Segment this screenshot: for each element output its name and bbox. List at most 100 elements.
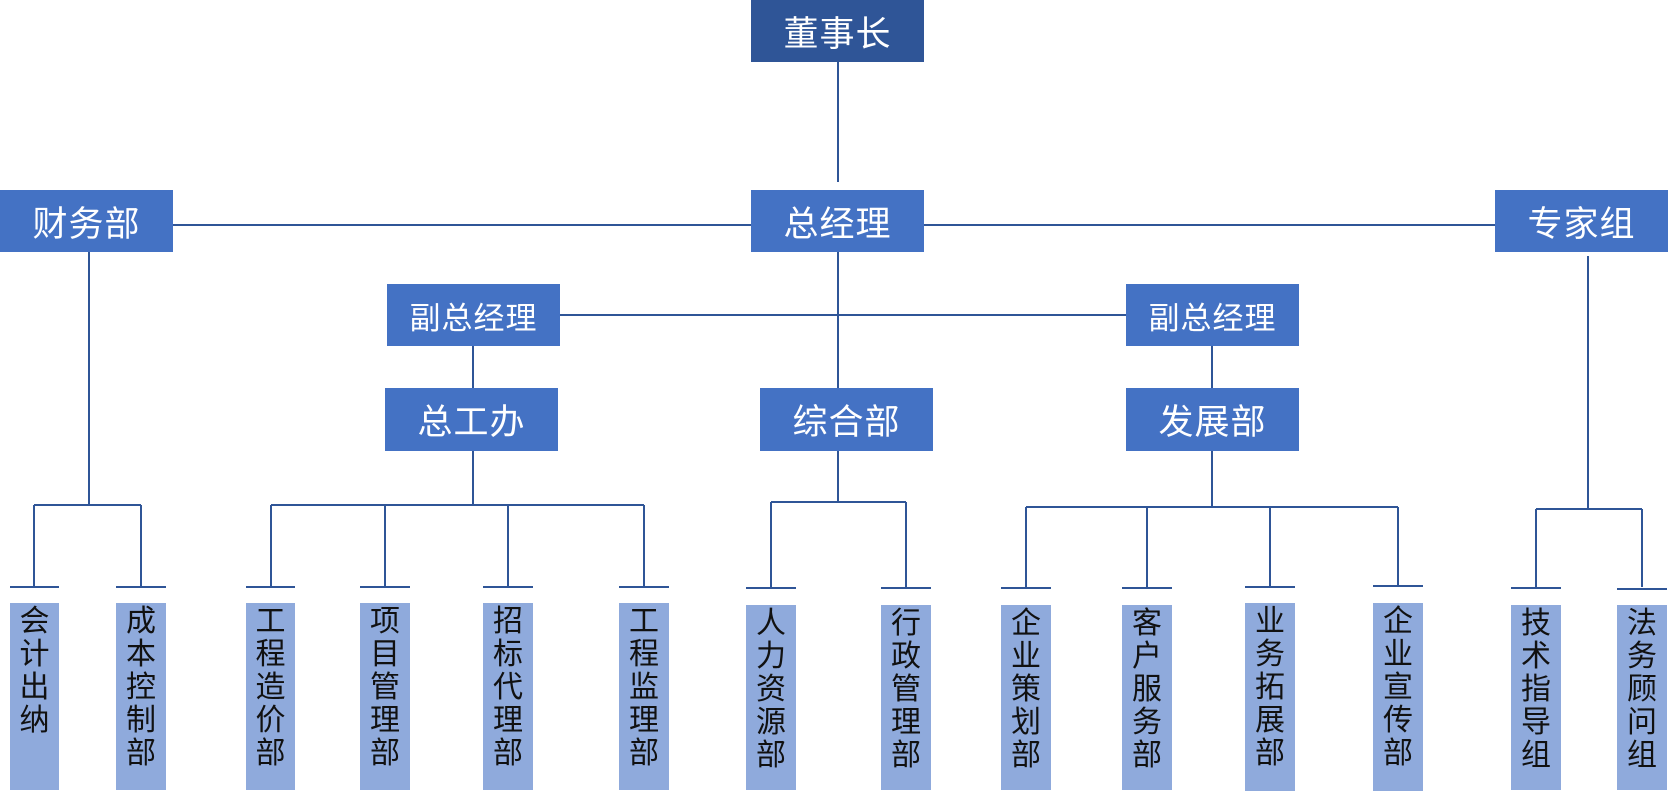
leaf-business-expansion: 业务拓展部 bbox=[1245, 603, 1295, 791]
leaf-tick bbox=[746, 587, 796, 589]
node-vp-left: 副总经理 bbox=[387, 284, 560, 346]
leaf-char: 人 bbox=[756, 606, 786, 641]
node-experts: 专家组 bbox=[1495, 190, 1668, 252]
leaf-char: 程 bbox=[255, 637, 286, 672]
leaf-char: 工 bbox=[255, 604, 286, 639]
leaf-technical-guidance: 技术指导组 bbox=[1511, 605, 1561, 790]
leaf-corporate-planning: 企业策划部 bbox=[1001, 605, 1051, 790]
leaf-char: 理 bbox=[493, 703, 523, 738]
leaf-tick bbox=[246, 586, 295, 588]
leaf-char: 会 bbox=[19, 604, 50, 639]
leaf-human-resources: 人力资源部 bbox=[746, 605, 796, 790]
leaf-bidding-agency: 招标代理部 bbox=[483, 603, 533, 790]
leaf-char: 客 bbox=[1132, 606, 1162, 641]
leaf-char: 划 bbox=[1011, 705, 1041, 740]
leaf-char: 业 bbox=[1255, 604, 1285, 639]
leaf-tick bbox=[360, 586, 410, 588]
leaf-char: 组 bbox=[1627, 738, 1657, 773]
leaf-char: 顾 bbox=[1627, 672, 1657, 707]
node-chairman: 董事长 bbox=[751, 0, 924, 62]
leaf-char: 招 bbox=[493, 604, 523, 639]
node-general-dept: 综合部 bbox=[760, 388, 933, 451]
node-development: 发展部 bbox=[1126, 388, 1299, 451]
leaf-char: 业 bbox=[1011, 639, 1041, 674]
leaf-char: 宣 bbox=[1383, 670, 1413, 705]
leaf-char: 展 bbox=[1255, 703, 1285, 738]
leaf-char: 拓 bbox=[1255, 670, 1285, 705]
leaf-char: 目 bbox=[370, 637, 400, 672]
leaf-char: 部 bbox=[629, 736, 659, 771]
leaf-char: 企 bbox=[1011, 606, 1041, 641]
leaf-char: 造 bbox=[255, 670, 286, 705]
leaf-char: 传 bbox=[1383, 703, 1413, 738]
leaf-tick bbox=[10, 586, 59, 588]
leaf-char: 行 bbox=[891, 606, 921, 641]
leaf-engineering-cost: 工程造价部 bbox=[246, 603, 295, 790]
leaf-project-management: 项目管理部 bbox=[360, 603, 410, 790]
leaf-char: 策 bbox=[1011, 672, 1041, 707]
leaf-char: 项 bbox=[370, 604, 400, 639]
leaf-char: 控 bbox=[126, 670, 156, 705]
leaf-char: 部 bbox=[756, 738, 786, 773]
leaf-char: 部 bbox=[255, 736, 286, 771]
leaf-char: 务 bbox=[1255, 637, 1285, 672]
leaf-char: 代 bbox=[493, 670, 523, 705]
leaf-char: 部 bbox=[370, 736, 400, 771]
leaf-char: 标 bbox=[493, 637, 523, 672]
leaf-char: 部 bbox=[1011, 738, 1041, 773]
leaf-char: 源 bbox=[756, 705, 786, 740]
leaf-tick bbox=[1373, 585, 1423, 587]
leaf-char: 问 bbox=[1627, 705, 1657, 740]
leaf-tick bbox=[619, 586, 669, 588]
leaf-tick bbox=[1001, 587, 1051, 589]
leaf-accounting-cashier: 会计出纳 bbox=[10, 603, 59, 790]
leaf-char: 部 bbox=[493, 736, 523, 771]
leaf-char: 务 bbox=[1132, 705, 1162, 740]
leaf-char: 部 bbox=[891, 738, 921, 773]
leaf-char: 组 bbox=[1521, 738, 1551, 773]
leaf-cost-control: 成本控制部 bbox=[116, 603, 166, 790]
leaf-tick bbox=[1511, 587, 1561, 589]
node-chief-engineer-office: 总工办 bbox=[385, 388, 558, 451]
node-vp-right: 副总经理 bbox=[1126, 284, 1299, 346]
leaf-tick bbox=[1245, 586, 1295, 588]
leaf-legal-advisory: 法务顾问组 bbox=[1617, 605, 1667, 790]
leaf-char: 指 bbox=[1521, 672, 1551, 707]
leaf-char: 工 bbox=[629, 604, 659, 639]
leaf-char: 业 bbox=[1383, 637, 1413, 672]
leaf-char: 程 bbox=[629, 637, 659, 672]
leaf-char: 管 bbox=[370, 670, 400, 705]
leaf-tick bbox=[881, 587, 931, 589]
leaf-char: 价 bbox=[255, 703, 286, 738]
leaf-char: 部 bbox=[1132, 738, 1162, 773]
leaf-char: 务 bbox=[1627, 639, 1657, 674]
leaf-tick bbox=[483, 586, 533, 588]
node-general-manager: 总经理 bbox=[751, 190, 924, 252]
leaf-char: 力 bbox=[756, 639, 786, 674]
leaf-char: 部 bbox=[1255, 736, 1285, 771]
leaf-tick bbox=[116, 586, 166, 588]
leaf-char: 技 bbox=[1521, 606, 1551, 641]
leaf-char: 资 bbox=[756, 672, 786, 707]
leaf-char: 管 bbox=[891, 672, 921, 707]
leaf-tick bbox=[1122, 587, 1172, 589]
leaf-char: 部 bbox=[1383, 736, 1413, 771]
node-finance: 财务部 bbox=[0, 190, 173, 252]
leaf-char: 出 bbox=[19, 670, 50, 705]
leaf-char: 部 bbox=[126, 736, 156, 771]
leaf-engineering-supervision: 工程监理部 bbox=[619, 603, 669, 790]
leaf-char: 纳 bbox=[19, 703, 50, 738]
leaf-customer-service: 客户服务部 bbox=[1122, 605, 1172, 790]
leaf-char: 理 bbox=[370, 703, 400, 738]
leaf-char: 服 bbox=[1132, 672, 1162, 707]
leaf-corporate-publicity: 企业宣传部 bbox=[1373, 603, 1423, 791]
leaf-char: 户 bbox=[1132, 639, 1162, 674]
leaf-char: 计 bbox=[19, 637, 50, 672]
leaf-administration: 行政管理部 bbox=[881, 605, 931, 790]
leaf-char: 理 bbox=[891, 705, 921, 740]
leaf-tick bbox=[1617, 588, 1667, 590]
leaf-char: 法 bbox=[1627, 606, 1657, 641]
leaf-char: 理 bbox=[629, 703, 659, 738]
leaf-char: 术 bbox=[1521, 639, 1551, 674]
